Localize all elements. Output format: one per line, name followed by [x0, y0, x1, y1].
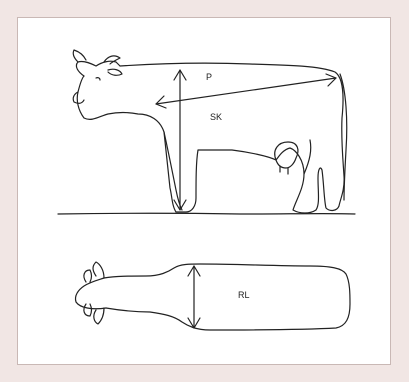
cow-head	[76, 61, 120, 76]
ground-line	[58, 213, 355, 214]
cow-top-head	[75, 278, 106, 309]
cow-side-outline	[77, 63, 344, 213]
cow-muzzle	[73, 92, 84, 103]
cow-udder	[275, 142, 298, 168]
cow-top-outline	[104, 264, 350, 330]
cow-ear	[108, 69, 122, 75]
cow-eye	[96, 78, 100, 80]
cow-foreleg	[164, 132, 182, 210]
label-sk: SK	[210, 112, 222, 122]
label-rl: RL	[238, 290, 250, 300]
label-p: P	[206, 72, 212, 82]
cow-hind-leg	[304, 140, 311, 174]
body-length-measure-line	[156, 78, 336, 104]
body-length-arrow-left	[156, 96, 166, 108]
cow-top-horn-lower	[94, 308, 104, 324]
cow-horn-left	[73, 50, 86, 62]
body-length-arrow-right	[326, 74, 336, 86]
cow-top-ear-upper	[84, 270, 92, 282]
cow-top-horn-upper	[93, 262, 104, 278]
cow-top-ear-lower	[84, 304, 92, 316]
